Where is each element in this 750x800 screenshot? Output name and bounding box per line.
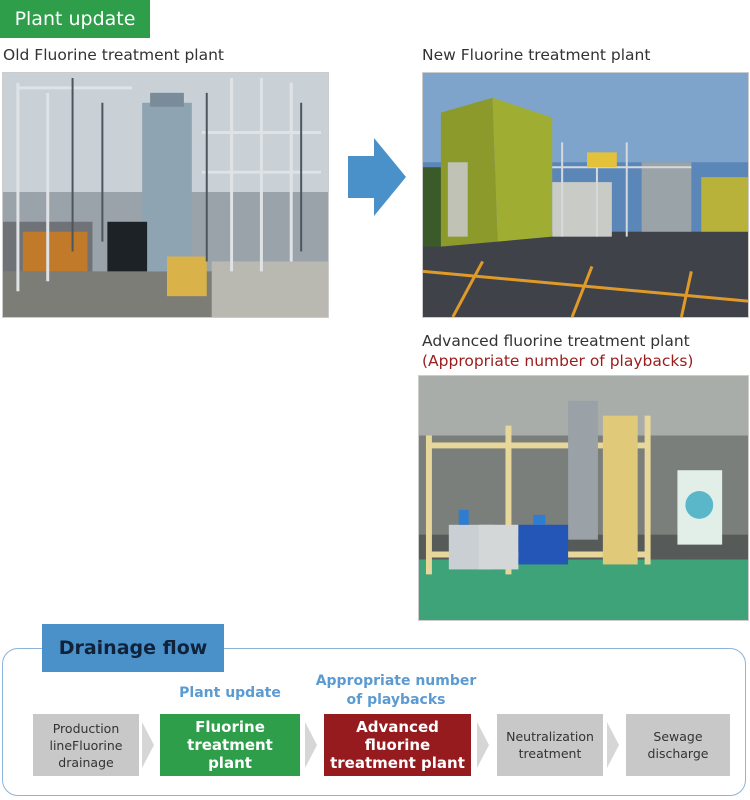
flow-chevron-icon [305,722,317,768]
flow-step-production-drainage: Production lineFluorine drainage [33,714,139,776]
old-plant-photo [2,72,329,318]
plant-update-label: Plant update [179,685,281,701]
flow-step-sewage-discharge: Sewage discharge [626,714,730,776]
flow-chevron-icon [142,722,154,768]
advanced-plant-photo [418,375,749,621]
right-arrow-icon [348,138,406,216]
drainage-flow-title: Drainage flow [42,624,224,672]
flow-chevron-icon [477,722,489,768]
flow-step-neutralization-treatment: Neutralization treatment [497,714,603,776]
old-plant-caption: Old Fluorine treatment plant [3,46,224,64]
flow-step-advanced-fluorine-treatment: Advanced fluorine treatment plant [324,714,471,776]
appropriate-playbacks-label: Appropriate number of playbacks [315,673,477,708]
new-plant-caption: New Fluorine treatment plant [422,46,651,64]
plant-update-badge: Plant update [0,0,150,38]
flow-step-fluorine-treatment: Fluorine treatment plant [160,714,300,776]
new-plant-photo [422,72,749,318]
advanced-plant-caption: Advanced fluorine treatment plant [422,332,690,350]
advanced-plant-note: (Appropriate number of playbacks) [422,352,694,370]
flow-chevron-icon [607,722,619,768]
